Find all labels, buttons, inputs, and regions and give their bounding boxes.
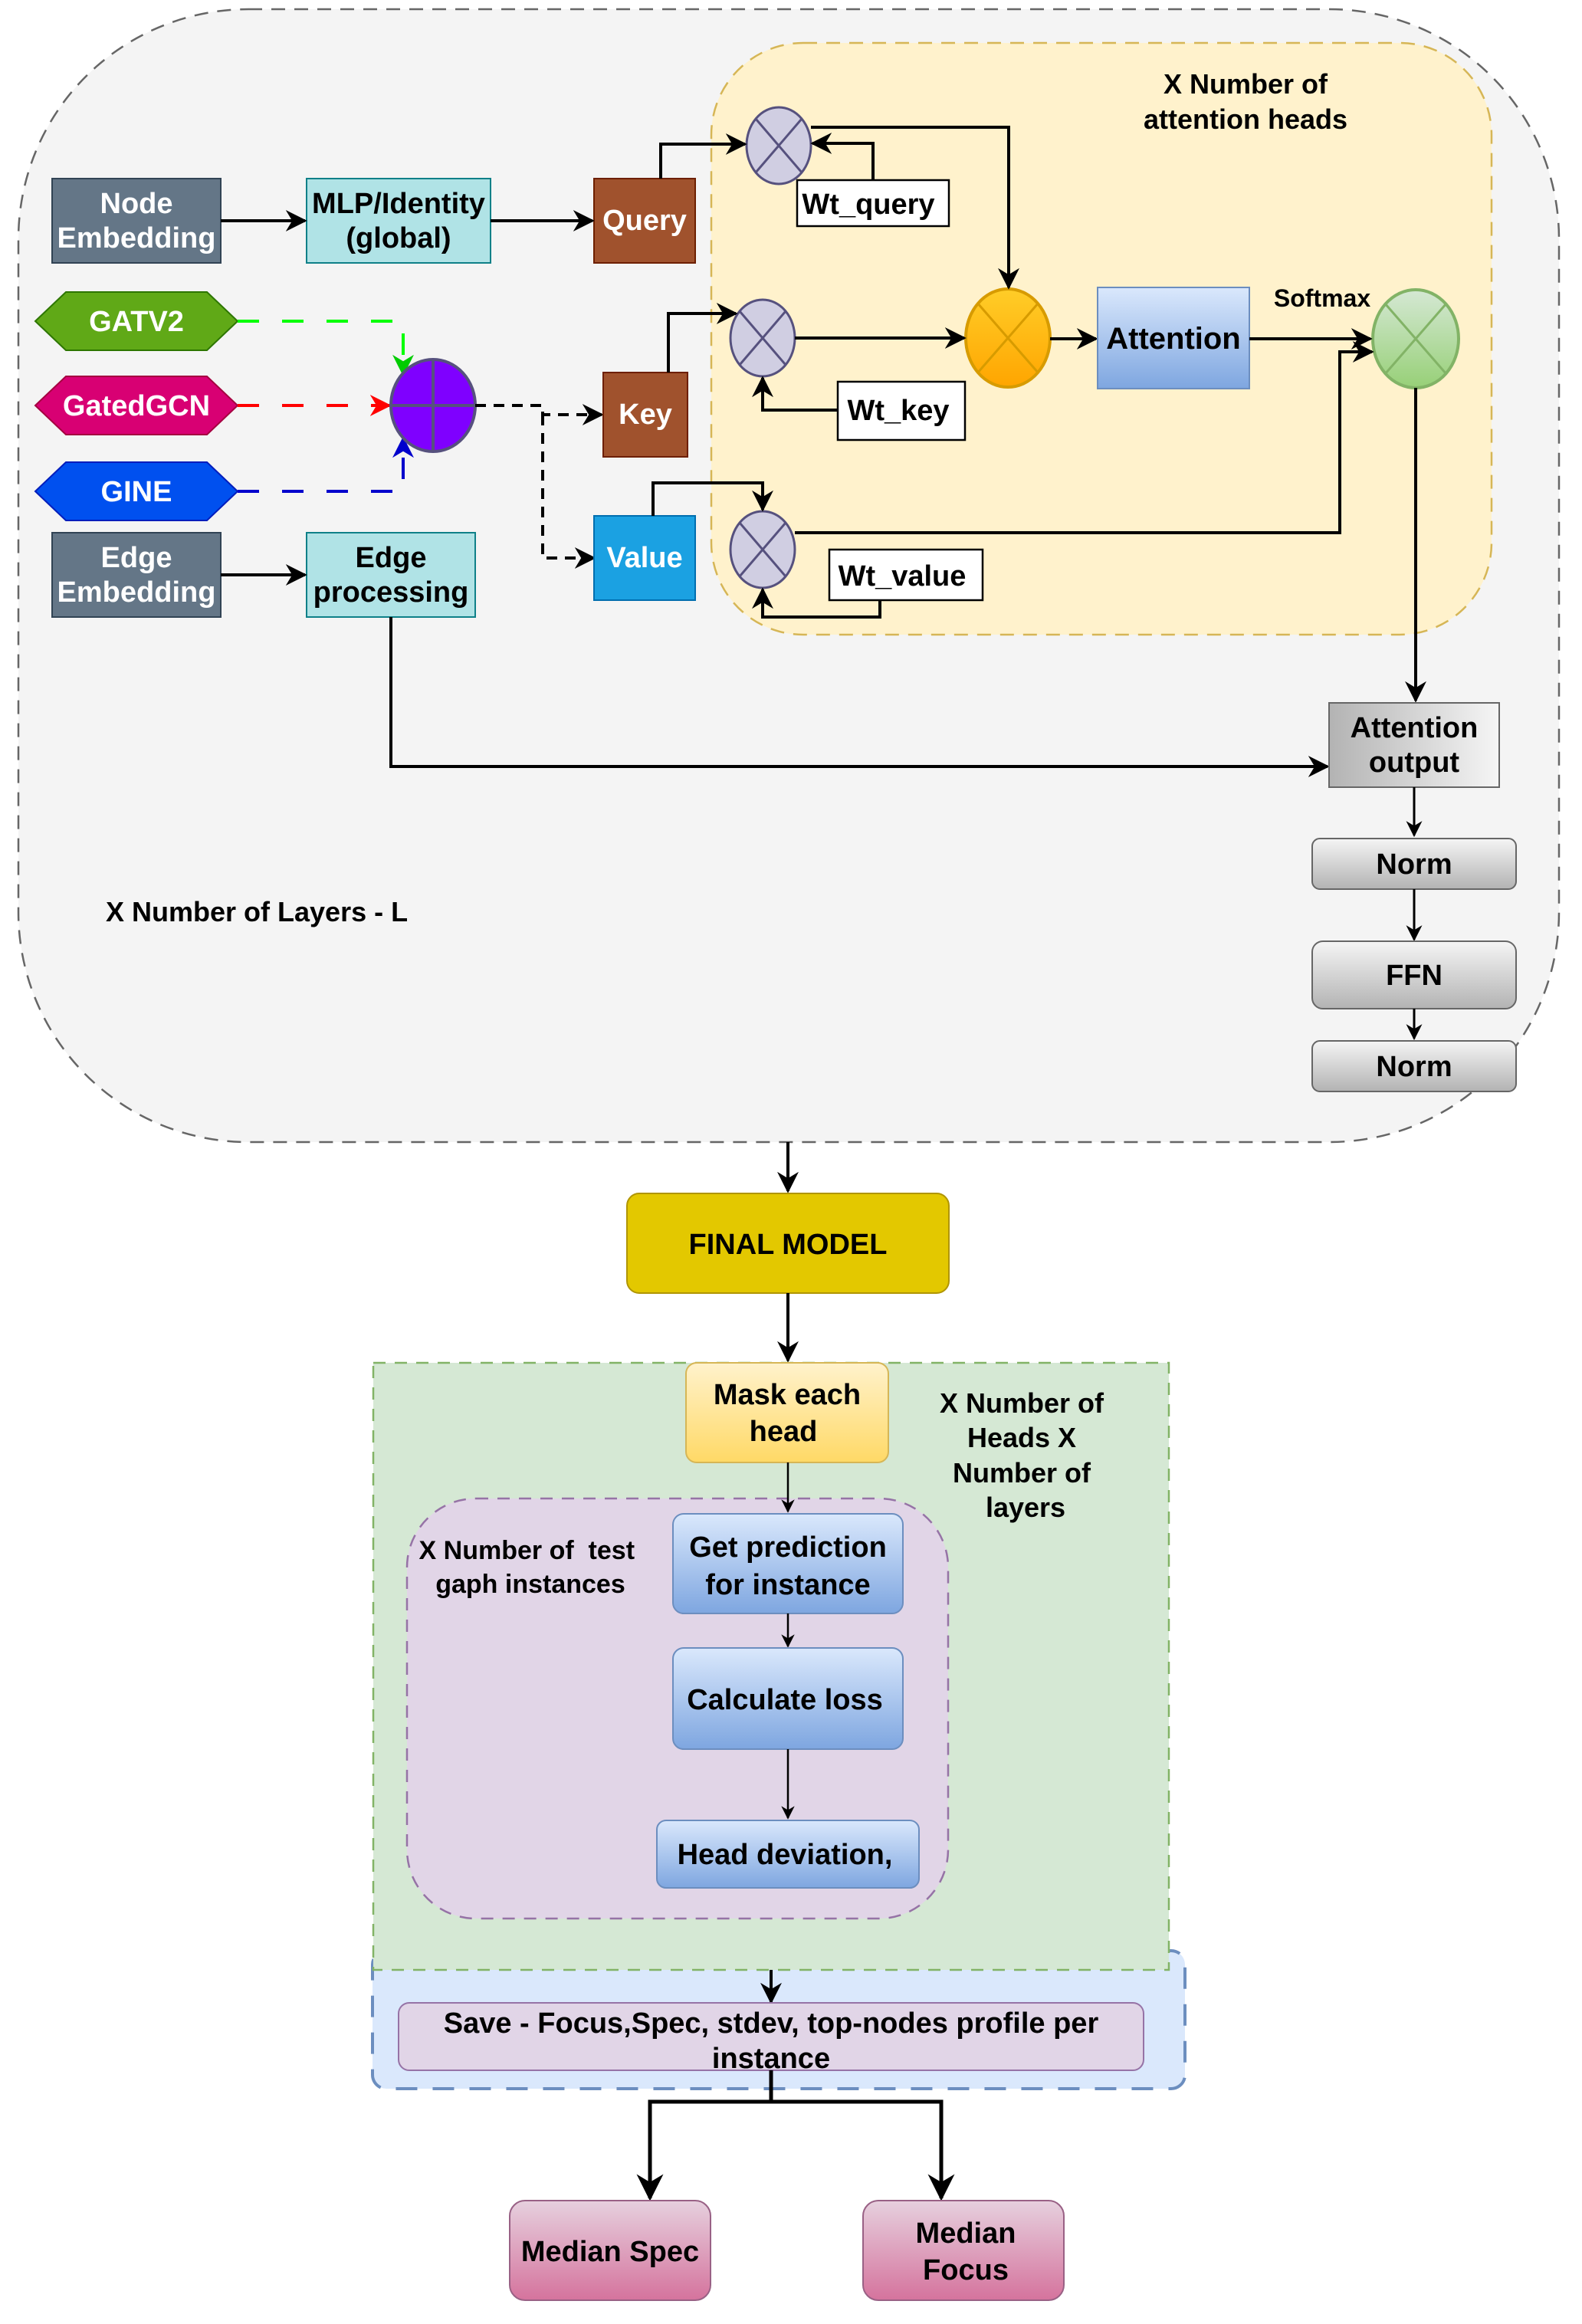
median-spec-box[interactable]: Median Spec <box>509 2200 711 2301</box>
median-focus-box[interactable]: Median Focus <box>862 2200 1065 2301</box>
svg-text:processing: processing <box>313 576 469 609</box>
gnn-combiner-icon <box>389 358 477 453</box>
svg-text:output: output <box>1369 747 1460 779</box>
svg-text:Norm: Norm <box>1376 849 1452 881</box>
mask-each-head-box[interactable]: Mask each head <box>685 1362 889 1463</box>
svg-text:Head deviation,: Head deviation, <box>678 1839 893 1871</box>
mlp-identity-box[interactable]: MLP/Identity (global) <box>306 178 491 264</box>
svg-text:MLP/Identity: MLP/Identity <box>312 188 485 220</box>
wt-query-box[interactable]: Wt_query <box>796 179 950 228</box>
svg-text:Query: Query <box>602 205 687 237</box>
edge-processing-box[interactable]: Edge processing <box>306 532 476 618</box>
norm-2-box[interactable]: Norm <box>1311 1040 1517 1092</box>
save-metrics-box[interactable]: Save - Focus,Spec, stdev, top-nodes prof… <box>398 2002 1144 2075</box>
svg-text:Edge: Edge <box>356 542 427 574</box>
svg-text:Embedding: Embedding <box>57 222 216 254</box>
node-embedding-box[interactable]: Node Embedding <box>51 178 222 264</box>
final-model-box[interactable]: FINAL MODEL <box>626 1193 950 1294</box>
key-box[interactable]: Key <box>602 372 688 458</box>
gnn-option-gatedgcn[interactable]: GatedGCN <box>34 376 239 435</box>
svg-text:Edge: Edge <box>101 542 172 574</box>
heads-caption-line1: X Number of <box>1164 68 1328 100</box>
query-multiply-icon <box>745 106 812 185</box>
head-deviation-box[interactable]: Head deviation, <box>656 1820 920 1889</box>
gnn-option-gine[interactable]: GINE <box>34 461 239 521</box>
svg-text:(global): (global) <box>346 222 451 254</box>
value-multiply-icon <box>729 510 796 589</box>
svg-text:Save - Focus,Spec, stdev, top-: Save - Focus,Spec, stdev, top-nodes prof… <box>444 2007 1099 2040</box>
svg-text:FINAL MODEL: FINAL MODEL <box>689 1229 888 1261</box>
svg-text:Norm: Norm <box>1376 1051 1452 1083</box>
svg-text:Attention: Attention <box>1351 712 1479 744</box>
softmax-multiply-icon <box>1371 288 1460 389</box>
layers-caption: X Number of Layers - L <box>106 896 408 927</box>
attention-box[interactable]: Attention <box>1097 287 1250 389</box>
svg-text:GatedGCN: GatedGCN <box>63 390 210 422</box>
get-prediction-box[interactable]: Get prediction for instance <box>672 1513 904 1614</box>
svg-text:Key: Key <box>619 399 672 431</box>
key-multiply-icon <box>729 298 796 378</box>
query-box[interactable]: Query <box>593 178 696 264</box>
svg-text:Node: Node <box>100 188 173 220</box>
heads-caption-line2: attention heads <box>1144 103 1347 135</box>
svg-text:Median Spec: Median Spec <box>521 2236 699 2268</box>
svg-text:Get prediction: Get prediction <box>689 1531 887 1564</box>
calculate-loss-box[interactable]: Calculate loss <box>672 1647 904 1750</box>
gnn-option-gatv2[interactable]: GATV2 <box>34 291 239 351</box>
svg-text:Embedding: Embedding <box>57 576 216 609</box>
svg-text:Attention: Attention <box>1106 322 1241 356</box>
softmax-label: Softmax <box>1274 284 1370 312</box>
svg-text:FFN: FFN <box>1386 960 1443 992</box>
svg-text:Wt_query: Wt_query <box>802 189 934 221</box>
svg-text:Wt_key: Wt_key <box>847 395 949 427</box>
svg-text:Value: Value <box>606 542 682 574</box>
heads-layers-caption: X Number of Heads X Number of layers <box>940 1387 1111 1523</box>
svg-text:Calculate loss: Calculate loss <box>687 1684 883 1716</box>
svg-text:instance: instance <box>712 2043 830 2075</box>
ffn-box[interactable]: FFN <box>1311 940 1517 1009</box>
svg-text:Median: Median <box>916 2217 1016 2250</box>
svg-text:head: head <box>750 1416 818 1448</box>
value-box[interactable]: Value <box>593 515 696 601</box>
attention-output-box[interactable]: Attention output <box>1328 702 1500 788</box>
svg-text:GINE: GINE <box>101 476 172 508</box>
svg-text:for instance: for instance <box>705 1569 870 1601</box>
wt-key-box[interactable]: Wt_key <box>836 380 967 441</box>
edge-embedding-box[interactable]: Edge Embedding <box>51 532 222 618</box>
wt-value-box[interactable]: Wt_value <box>828 548 984 602</box>
svg-text:GATV2: GATV2 <box>89 306 184 338</box>
test-instances-caption: X Number of test gaph instances <box>419 1536 642 1599</box>
norm-1-box[interactable]: Norm <box>1311 838 1517 890</box>
qk-product-icon <box>964 287 1052 389</box>
svg-text:Mask each: Mask each <box>714 1379 861 1411</box>
svg-text:Focus: Focus <box>923 2254 1009 2286</box>
svg-text:Wt_value: Wt_value <box>839 560 967 592</box>
